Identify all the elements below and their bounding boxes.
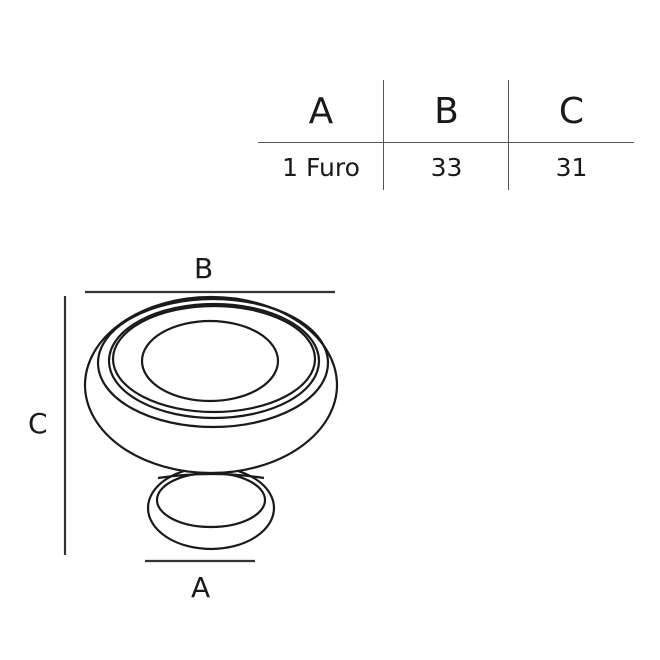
dimension-label-c: C — [28, 407, 48, 440]
knob-rim-ring-3 — [111, 304, 317, 414]
knob-top-face — [140, 319, 280, 403]
knob-rim-ring-1 — [96, 297, 330, 429]
knob-head-outer — [83, 295, 339, 475]
table-divider-vertical-1 — [383, 80, 384, 190]
table-header-c: C — [558, 90, 585, 132]
knob-rim-ring-2 — [107, 302, 321, 420]
dimension-table: A B C 1 Furo 33 31 — [258, 80, 634, 190]
dimension-label-b: B — [194, 252, 214, 285]
table-header-b: B — [434, 90, 459, 132]
table-header-a: A — [308, 90, 334, 132]
dimension-label-a: A — [191, 571, 211, 604]
table-divider-horizontal — [258, 142, 634, 143]
table-divider-vertical-2 — [508, 80, 509, 190]
table-cell-model: 1 Furo — [282, 152, 360, 182]
table-cell-b-value: 33 — [430, 152, 463, 182]
knob-outline — [83, 295, 339, 551]
knob-base-outer — [146, 465, 276, 551]
table-cell-c-value: 31 — [555, 152, 588, 182]
